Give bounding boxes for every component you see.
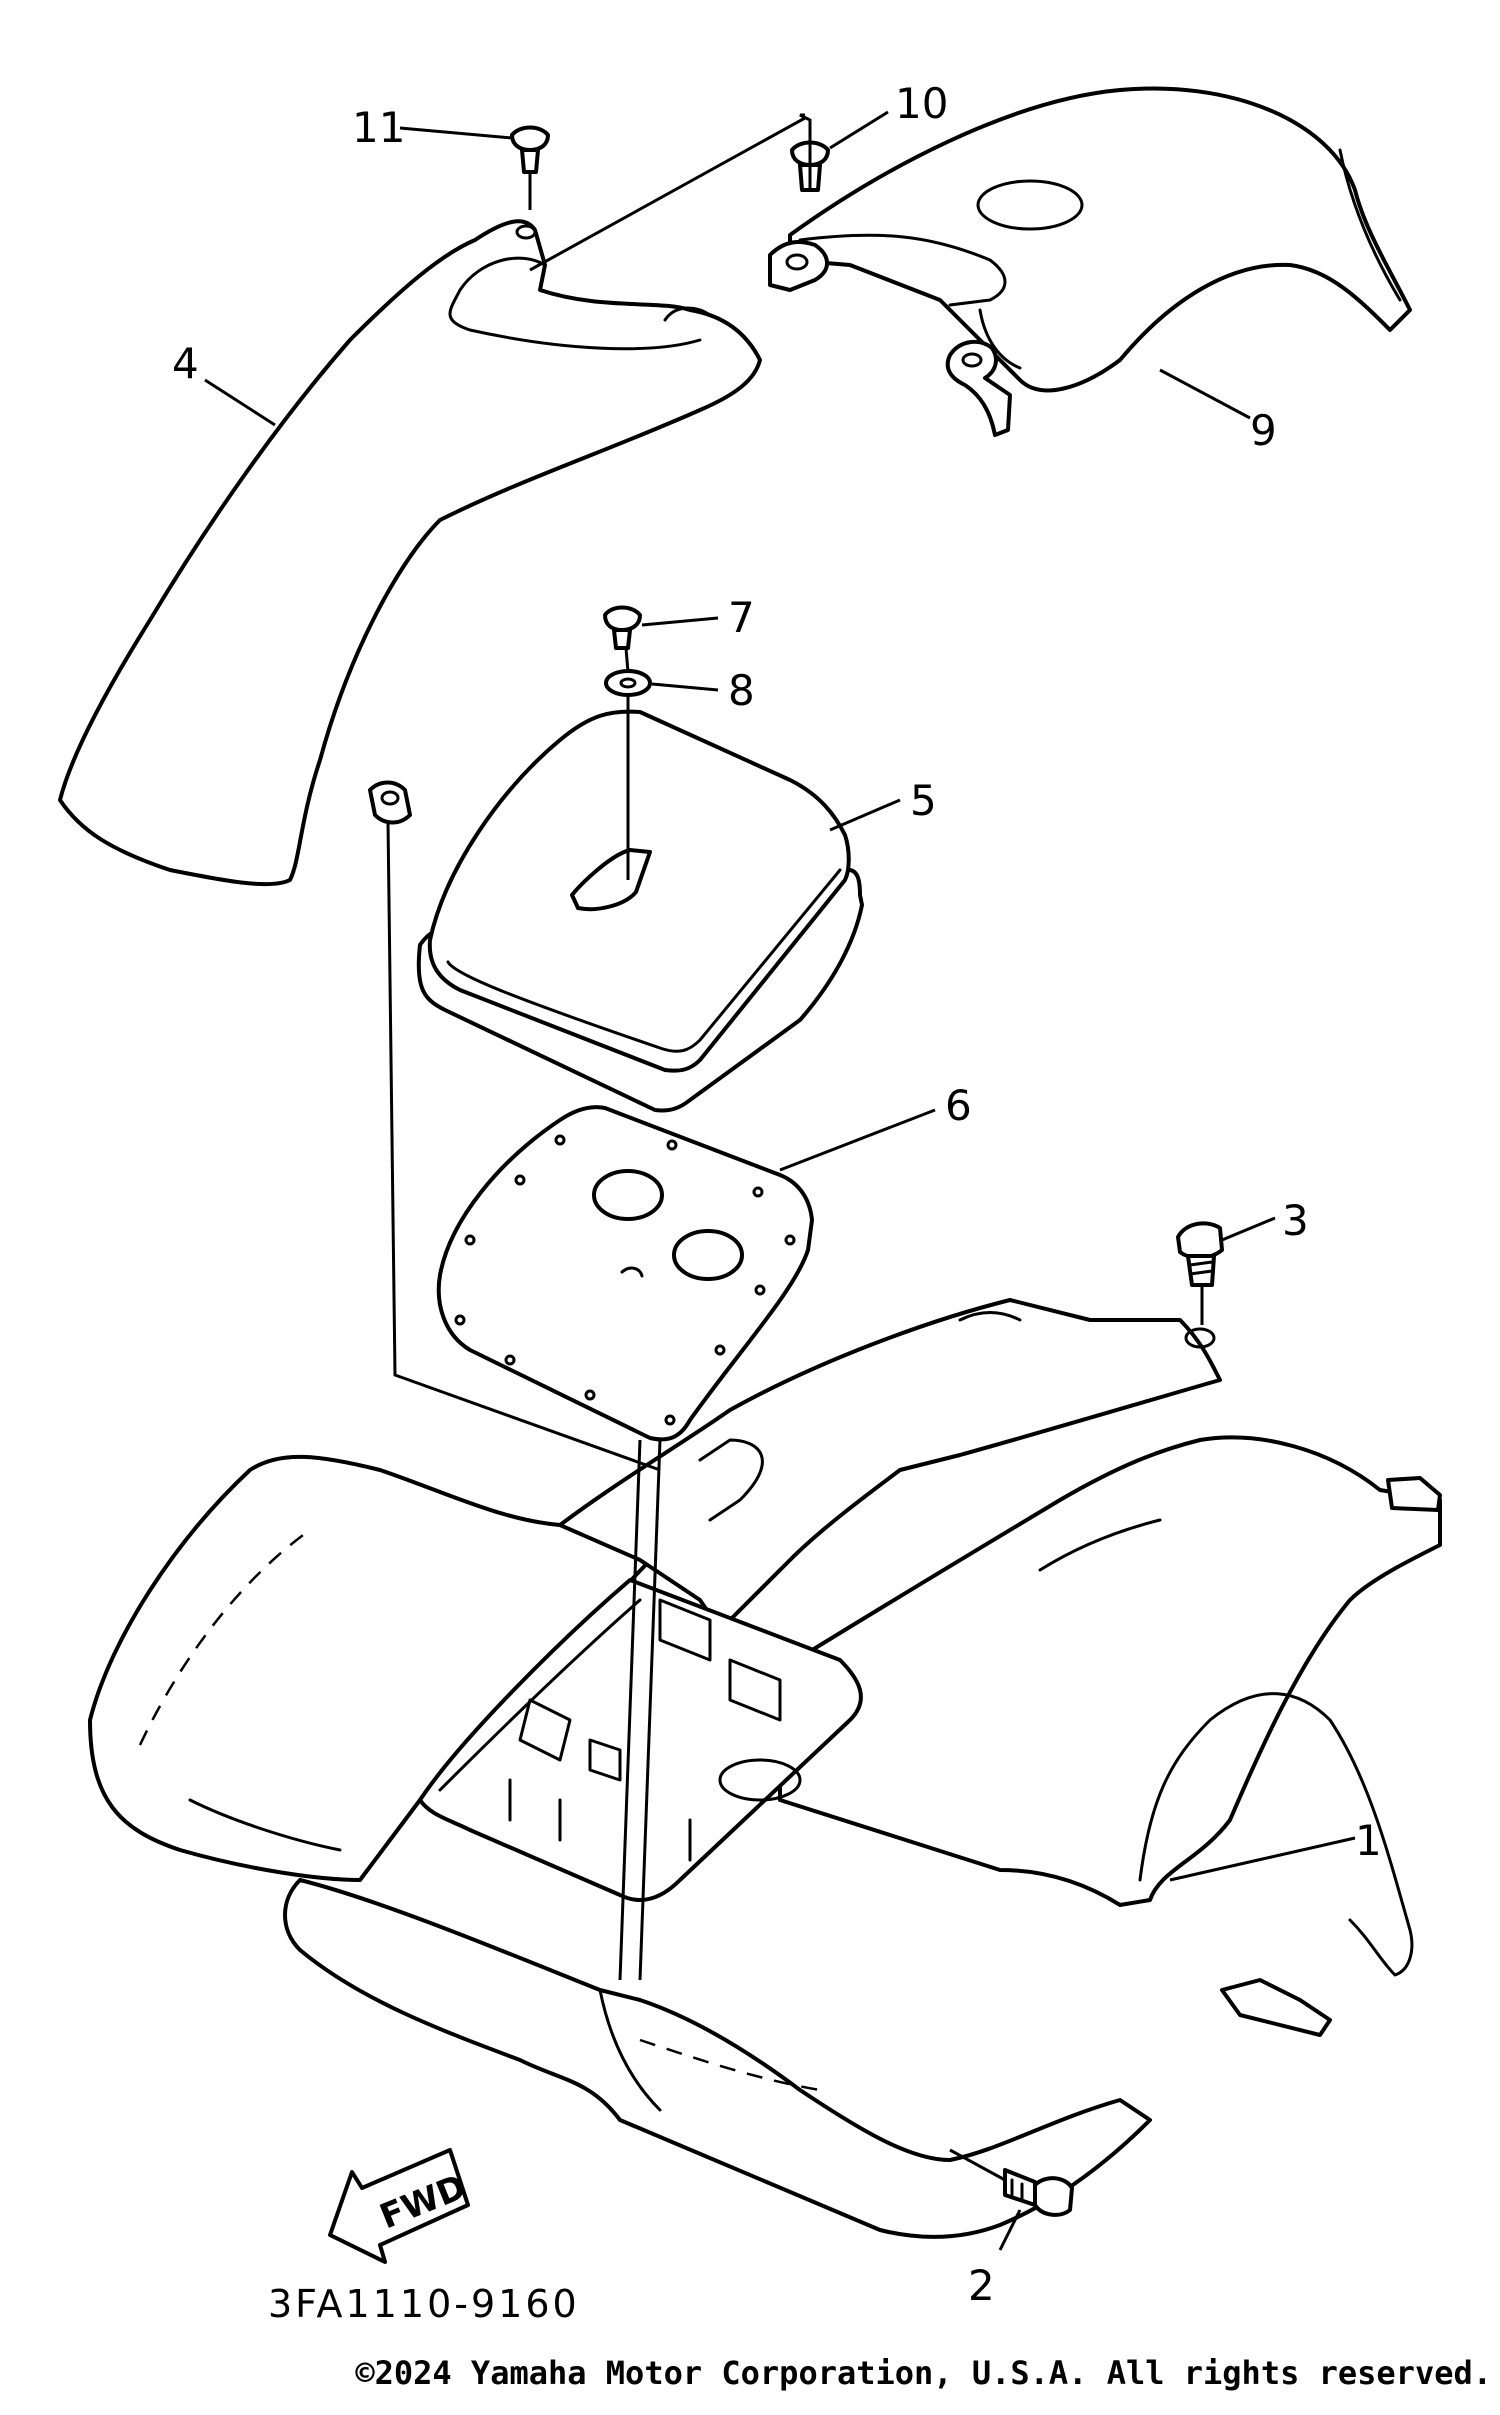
- callout-4: 4: [172, 339, 199, 388]
- callout-9: 9: [1250, 406, 1277, 455]
- callout-3: 3: [1282, 1196, 1309, 1245]
- diagram-reference-code: 3FA1110-9160: [268, 2282, 580, 2326]
- callout-1: 1: [1355, 1816, 1382, 1865]
- leader-lines: [204, 110, 1356, 2251]
- part-3-bolt: [1176, 1221, 1224, 1287]
- callout-6: 6: [945, 1081, 972, 1130]
- copyright-notice: ©2024 Yamaha Motor Corporation, U.S.A. A…: [355, 2354, 1492, 2392]
- callout-10: 10: [895, 79, 948, 128]
- part-2-bolt: [1003, 2168, 1074, 2217]
- part-9-fender-cover: [768, 86, 1412, 437]
- part-6-gasket: [436, 1105, 814, 1442]
- callout-2: 2: [968, 2261, 995, 2310]
- callout-5: 5: [910, 776, 937, 825]
- part-7-screw: [603, 605, 642, 650]
- callout-labels: 1 2 3 4 5 6 7 8 9 10 11: [172, 79, 1382, 2310]
- part-8-washer: [604, 669, 652, 697]
- part-1-rear-fender: [88, 1298, 1442, 2239]
- callout-8: 8: [728, 666, 755, 715]
- forward-arrow: FWD: [328, 2148, 472, 2264]
- callout-7: 7: [728, 593, 755, 642]
- callout-11: 11: [352, 103, 405, 152]
- part-5-box-lid: [416, 709, 864, 1113]
- part-11-screw: [510, 125, 550, 174]
- part-4-seat-cover: [58, 219, 762, 887]
- assembly-lines: [386, 113, 1204, 2182]
